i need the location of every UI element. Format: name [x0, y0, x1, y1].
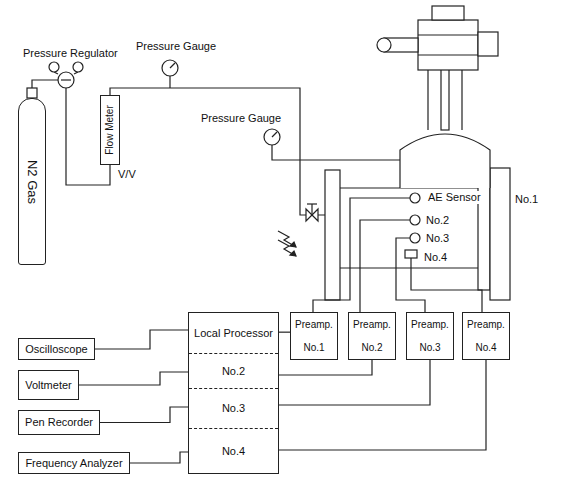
- ae-sensor: [410, 215, 420, 225]
- gauge-needle: [170, 63, 175, 68]
- signal-line: [100, 407, 188, 423]
- signal-line: [130, 452, 188, 463]
- processor-box: Local ProcessorNo.2No.3No.4: [188, 312, 279, 474]
- processor-section: No.4: [189, 428, 278, 473]
- signal-line: [279, 360, 372, 375]
- valve-stem: [311, 204, 312, 215]
- gas-cylinder: N2 Gas: [18, 98, 46, 265]
- gauge-line: [272, 145, 400, 160]
- pressure-regulator: [58, 72, 74, 88]
- preamp-box: Preamp. No.1: [290, 312, 338, 360]
- node-label: No.2: [361, 342, 382, 354]
- processor-section: No.3: [189, 388, 278, 428]
- actuator-box: [478, 32, 498, 56]
- node-label: Preamp.: [411, 319, 449, 331]
- processor-section: Local Processor: [189, 313, 278, 353]
- pressure-gauge: [162, 60, 178, 76]
- leak-arrowhead: [290, 242, 296, 247]
- sensor-label: AE Sensor: [427, 191, 482, 204]
- node-label: Voltmeter: [25, 379, 71, 392]
- gauge-stem: [169, 76, 170, 88]
- node-label: Preamp.: [353, 319, 391, 331]
- regulator-mark: [61, 79, 71, 80]
- outlet-flange: [490, 168, 510, 300]
- node-label: Flow Meter: [104, 105, 116, 154]
- sensor-cable: [411, 258, 482, 312]
- node-label: Preamp.: [467, 319, 505, 331]
- pressure-gauge: [264, 129, 280, 145]
- processor-section: No.2: [189, 353, 278, 388]
- preamp-box: Preamp. No.2: [348, 312, 396, 360]
- instrument-box: Voltmeter: [18, 370, 79, 400]
- node-label: Frequency Analyzer: [25, 457, 122, 470]
- gauge-needle: [272, 132, 277, 137]
- signal-line: [279, 332, 290, 333]
- leak-arrowhead: [290, 251, 296, 256]
- node-label: Oscilloscope: [25, 343, 87, 356]
- sensor-number: No.1: [514, 193, 539, 206]
- valve-handle: [307, 203, 317, 204]
- sensor-number: No.2: [425, 214, 450, 227]
- node-label: N2 Gas: [25, 159, 40, 203]
- node-label: No.3: [419, 342, 440, 354]
- part-label: Pressure Gauge: [135, 40, 217, 53]
- node-label: No.1: [303, 342, 324, 354]
- handwheel: [377, 38, 391, 52]
- node-label: Pen Recorder: [25, 416, 93, 429]
- signal-line: [95, 330, 188, 349]
- cylinder-valve: [27, 88, 37, 98]
- regulator-gauge: [73, 62, 83, 72]
- instrument-box: Frequency Analyzer: [18, 452, 130, 474]
- actuator-cap: [432, 6, 464, 20]
- node-label: No.4: [475, 342, 496, 354]
- section-label: No.4: [222, 445, 245, 458]
- valve-bonnet: [400, 134, 490, 188]
- yoke: [428, 70, 462, 130]
- node-label: Preamp.: [295, 319, 333, 331]
- sensor-number: No.4: [423, 251, 448, 264]
- part-label: V/V: [117, 168, 137, 181]
- section-label: No.3: [222, 402, 245, 415]
- signal-line: [279, 360, 430, 405]
- part-label: Pressure Gauge: [200, 112, 282, 125]
- part-label: Pressure Regulator: [22, 47, 119, 60]
- ae-sensor: [405, 250, 417, 258]
- regulator-gauge: [49, 62, 59, 72]
- signal-line: [279, 360, 486, 450]
- leak-arrow: [278, 240, 296, 256]
- preamp-box: Preamp. No.4: [462, 312, 510, 360]
- node-label: Local Processor: [194, 327, 273, 340]
- instrument-box: Pen Recorder: [18, 410, 100, 435]
- preamp-box: Preamp. No.3: [406, 312, 454, 360]
- inlet-flange: [325, 170, 340, 300]
- instrument-box: Oscilloscope: [18, 338, 95, 360]
- sensor-number: No.3: [425, 232, 450, 245]
- actuator-detail: [418, 35, 478, 55]
- actuator: [418, 20, 478, 70]
- ae-sensor: [410, 233, 420, 243]
- ae-sensor: [410, 193, 420, 203]
- pipe-wall: [340, 267, 478, 268]
- sensor-cable: [360, 220, 410, 312]
- section-label: No.2: [222, 365, 245, 378]
- signal-line: [79, 372, 188, 385]
- gas-line: [110, 88, 325, 215]
- flow-meter: Flow Meter: [100, 95, 120, 165]
